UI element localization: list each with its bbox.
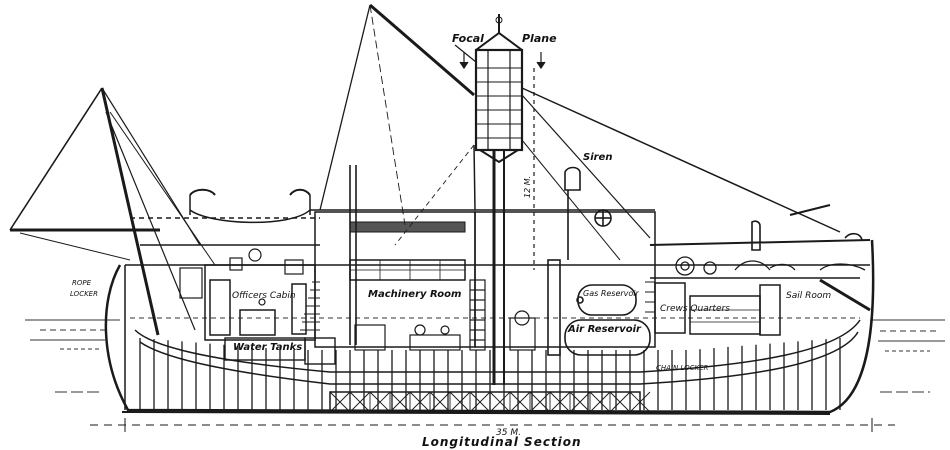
reservoirs <box>547 259 651 356</box>
double-bottom-cell <box>329 391 351 413</box>
label-mast-height: 12 M. <box>523 176 532 198</box>
deck-gear-aft <box>675 256 871 312</box>
decks <box>125 209 871 279</box>
double-bottom-cell <box>469 391 491 413</box>
double-bottom-cell <box>369 391 391 413</box>
label-air-reservoir: Air Reservoir <box>567 324 642 335</box>
label-rope-locker-1: ROPE <box>72 279 92 287</box>
double-bottom-cell <box>549 391 571 413</box>
double-bottom-cell <box>569 391 591 413</box>
double-bottom-cell <box>489 391 511 413</box>
stairs <box>300 281 655 331</box>
double-bottom-cell <box>429 391 451 413</box>
double-bottom-cell <box>609 391 631 413</box>
gaff-rigging <box>319 3 841 261</box>
label-water-tanks: Water Tanks <box>233 342 302 353</box>
double-bottom-cell <box>509 391 531 413</box>
label-rope-locker-2: LOCKER <box>70 290 98 298</box>
machinery <box>354 279 536 351</box>
focal-plane-markers <box>454 44 546 270</box>
water-tanks-outline <box>224 337 336 365</box>
drawing-caption: Longitudinal Section <box>422 435 582 449</box>
label-sail-room: Sail Room <box>786 291 831 301</box>
double-bottom-cell <box>449 391 471 413</box>
forward-mast <box>9 87 216 336</box>
label-plane: Plane <box>522 32 557 45</box>
ventilators <box>349 165 863 345</box>
cabin-details <box>179 248 304 306</box>
double-bottom-cell <box>389 391 411 413</box>
double-bottom-cell <box>589 391 611 413</box>
double-bottom-cell <box>409 391 431 413</box>
double-bottom <box>329 391 651 413</box>
label-chain-locker: CHAIN LOCKER <box>656 364 709 372</box>
double-bottom-cell <box>629 391 651 413</box>
label-crews-quarters: Crews Quarters <box>660 304 730 314</box>
label-officers-cabin: Officers Cabin <box>232 291 296 301</box>
label-focal: Focal <box>452 32 484 45</box>
double-bottom-cell <box>529 391 551 413</box>
dimension-line <box>90 418 895 432</box>
label-gas-reservoir: Gas Reservoir <box>583 289 640 298</box>
double-bottom-cell <box>349 391 371 413</box>
label-machinery-room: Machinery Room <box>368 289 461 300</box>
lantern-mast <box>474 14 524 385</box>
label-siren: Siren <box>583 152 612 163</box>
ships-boat <box>189 188 311 224</box>
label-dimension: 35 M. <box>496 428 521 438</box>
hull <box>104 239 875 415</box>
